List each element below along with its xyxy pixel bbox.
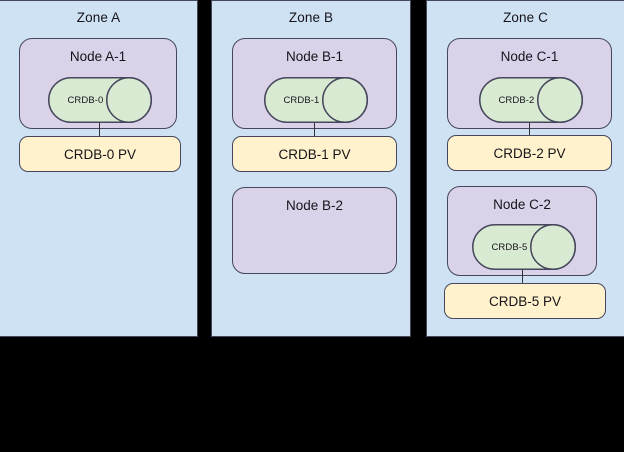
pv-box-crdb-2[interactable]: CRDB-2 PV: [447, 135, 612, 171]
database-cylinder-crdb-1[interactable]: CRDB-1: [264, 77, 368, 123]
node-title-c-2: Node C-2: [493, 197, 551, 212]
pv-box-crdb-0[interactable]: CRDB-0 PV: [19, 136, 181, 172]
database-label-crdb-5: CRDB-5: [491, 241, 528, 253]
node-box-a-1[interactable]: Node A-1 CRDB-0: [19, 38, 177, 129]
pv-label-crdb-1: CRDB-1 PV: [278, 146, 351, 162]
node-box-b-2[interactable]: Node B-2: [232, 187, 397, 274]
connector-node-b-1-to-pv: [314, 123, 315, 140]
node-title-b-2: Node B-2: [285, 198, 344, 213]
pv-box-crdb-1[interactable]: CRDB-1 PV: [232, 136, 397, 172]
node-box-b-1[interactable]: Node B-1 CRDB-1: [232, 38, 397, 129]
pv-label-crdb-5: CRDB-5 PV: [488, 293, 561, 309]
connector-node-c-2-to-pv: [522, 270, 523, 287]
node-title-c-1: Node C-1: [500, 49, 559, 64]
database-cylinder-crdb-2[interactable]: CRDB-2: [479, 77, 583, 123]
node-title-b-1: Node B-1: [285, 49, 344, 64]
database-cylinder-crdb-0[interactable]: CRDB-0: [48, 77, 152, 123]
node-box-c-1[interactable]: Node C-1 CRDB-2: [447, 38, 612, 129]
database-label-crdb-1: CRDB-1: [283, 94, 320, 106]
node-box-c-2[interactable]: Node C-2 CRDB-5: [447, 186, 597, 276]
database-label-crdb-2: CRDB-2: [498, 94, 535, 106]
zone-title-c: Zone C: [503, 10, 548, 25]
zone-title-b: Zone B: [288, 10, 334, 25]
connector-node-a-1-to-pv: [99, 123, 100, 140]
pv-box-crdb-5[interactable]: CRDB-5 PV: [444, 283, 606, 319]
database-label-crdb-0: CRDB-0: [67, 94, 104, 106]
zone-container-b[interactable]: Zone B Node B-1 CRDB-1 CRDB-1 PV Node B-…: [211, 0, 411, 337]
pv-label-crdb-0: CRDB-0 PV: [63, 146, 136, 162]
connector-node-c-1-to-pv: [529, 123, 530, 138]
pv-label-crdb-2: CRDB-2 PV: [493, 145, 566, 161]
zone-title-a: Zone A: [76, 10, 121, 25]
zone-container-a[interactable]: Zone A Node A-1 CRDB-0 CRDB-0 PV: [0, 0, 198, 337]
database-cylinder-crdb-5[interactable]: CRDB-5: [472, 224, 576, 270]
zone-container-c[interactable]: Zone C Node C-1 CRDB-2 CRDB-2 PV Node C-…: [426, 0, 624, 337]
node-title-a-1: Node A-1: [69, 49, 127, 64]
